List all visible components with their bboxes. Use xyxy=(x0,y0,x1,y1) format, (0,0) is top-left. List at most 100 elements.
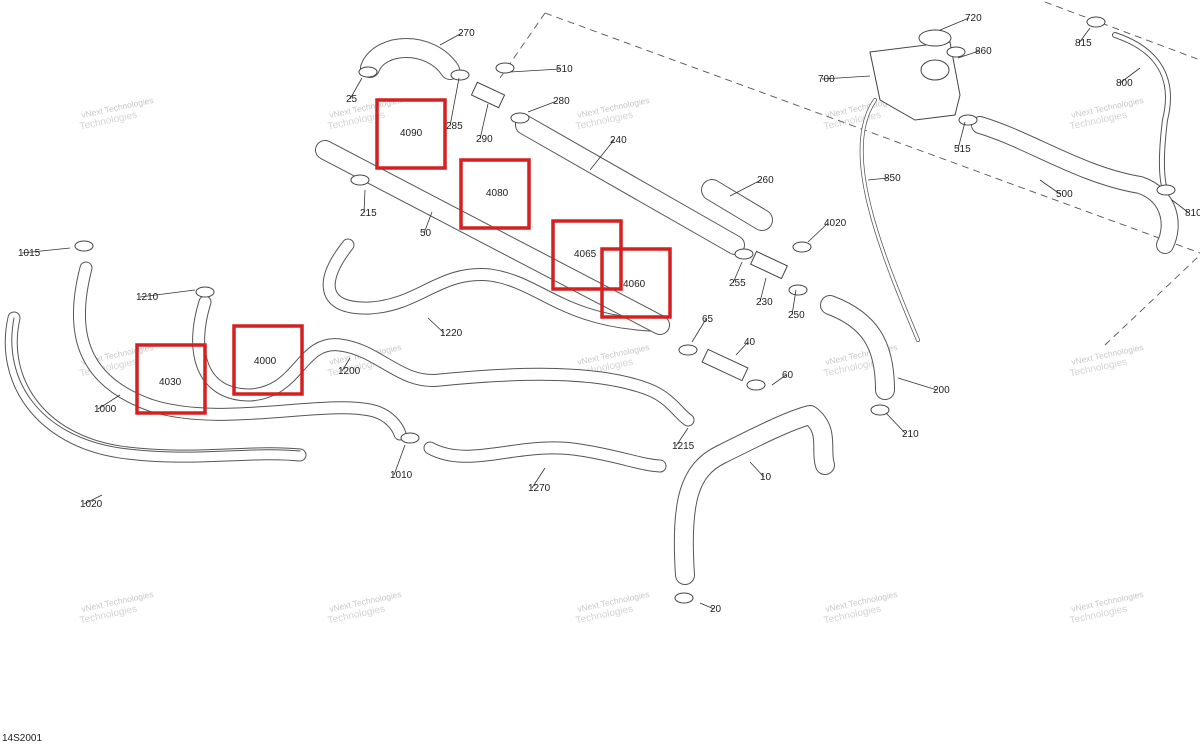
leader-700 xyxy=(821,75,871,80)
highlight-box-4000 xyxy=(232,324,304,396)
hose-clamp xyxy=(74,240,94,252)
leader-lines xyxy=(21,17,1190,610)
callout-4020: 4020 xyxy=(824,218,847,229)
leader-65 xyxy=(691,318,707,343)
leader-1010 xyxy=(393,444,406,476)
callout-240: 240 xyxy=(610,135,627,146)
leader-1020 xyxy=(83,494,103,505)
leader-4020 xyxy=(807,222,829,243)
reference-dashed-outline-2 xyxy=(1044,1,1200,61)
hose-clamp xyxy=(746,379,766,391)
leader-500 xyxy=(1039,179,1061,195)
callout-1015: 1015 xyxy=(18,248,41,259)
leader-260 xyxy=(729,179,762,197)
callout-860: 860 xyxy=(975,46,992,57)
callout-60: 60 xyxy=(782,370,794,381)
highlight-box-4065 xyxy=(551,219,623,291)
leader-1270 xyxy=(531,467,546,489)
hose-clamp xyxy=(946,46,966,58)
leader-1000 xyxy=(97,394,121,410)
leader-850 xyxy=(867,177,889,181)
callout-20: 20 xyxy=(710,604,722,615)
leader-515 xyxy=(957,121,966,150)
callout-800: 800 xyxy=(1116,78,1133,89)
hose-clamp xyxy=(358,66,378,78)
callout-255: 255 xyxy=(729,278,746,289)
callout-40: 40 xyxy=(744,337,756,348)
highlight-callout-4065: 4065 xyxy=(574,249,597,260)
leader-255 xyxy=(732,261,743,284)
hose-clamp xyxy=(450,69,470,81)
callout-1220: 1220 xyxy=(440,328,463,339)
leader-285 xyxy=(449,77,460,127)
callout-210: 210 xyxy=(902,429,919,440)
coolant-reservoir xyxy=(869,41,961,121)
hose-clamp xyxy=(510,112,530,124)
callout-810: 810 xyxy=(1185,208,1200,219)
tee-fitting xyxy=(470,81,506,109)
leader-280 xyxy=(527,100,558,113)
callout-10: 10 xyxy=(760,472,772,483)
highlight-callout-4090: 4090 xyxy=(400,128,423,139)
callout-1010: 1010 xyxy=(390,470,413,481)
leader-1215 xyxy=(675,427,689,447)
callout-1200: 1200 xyxy=(338,366,361,377)
hose-clamp xyxy=(674,592,694,604)
leader-720 xyxy=(939,17,970,31)
callout-200: 200 xyxy=(933,385,950,396)
hose-clamp xyxy=(958,114,978,126)
hose-clamp xyxy=(792,241,812,253)
leader-240 xyxy=(589,139,615,171)
callout-815: 815 xyxy=(1075,38,1092,49)
highlight-callout-4030: 4030 xyxy=(159,377,182,388)
leader-815 xyxy=(1078,27,1091,44)
leader-510 xyxy=(509,68,561,73)
callout-500: 500 xyxy=(1056,189,1073,200)
leader-40 xyxy=(735,341,749,356)
leader-10 xyxy=(749,461,765,478)
callout-230: 230 xyxy=(756,297,773,308)
callout-1215: 1215 xyxy=(672,441,695,452)
leader-1210 xyxy=(139,289,196,298)
highlight-callout-4060: 4060 xyxy=(623,279,646,290)
callout-1210: 1210 xyxy=(136,292,159,303)
leader-210 xyxy=(885,412,907,435)
callout-65: 65 xyxy=(702,314,714,325)
reservoir-cap xyxy=(918,29,952,47)
leader-800 xyxy=(1119,67,1141,84)
callout-1270: 1270 xyxy=(528,483,551,494)
leader-810 xyxy=(1171,199,1190,214)
hose-clamp xyxy=(1086,16,1106,28)
callout-700: 700 xyxy=(818,74,835,85)
hose-clamp xyxy=(495,62,515,74)
hose-clamp xyxy=(400,432,420,444)
callout-850: 850 xyxy=(884,173,901,184)
leader-50 xyxy=(423,211,433,234)
hose-clamp xyxy=(195,286,215,298)
highlight-box-4030 xyxy=(135,343,207,415)
callout-215: 215 xyxy=(360,208,377,219)
leader-215 xyxy=(363,189,366,214)
callout-50: 50 xyxy=(420,228,432,239)
callout-510: 510 xyxy=(556,64,573,75)
callout-280: 280 xyxy=(553,96,570,107)
callout-290: 290 xyxy=(476,134,493,145)
hose-clamp xyxy=(788,284,808,296)
callout-1020: 1020 xyxy=(80,499,103,510)
leader-250 xyxy=(791,289,797,316)
callout-labels: 1020254050606520021021523024025025526027… xyxy=(18,13,1200,615)
coupler-40 xyxy=(701,348,749,382)
leader-25 xyxy=(349,77,363,100)
highlight-callout-4000: 4000 xyxy=(254,356,277,367)
callout-515: 515 xyxy=(954,144,971,155)
small-parts xyxy=(74,16,1176,604)
highlight-box-4090 xyxy=(375,98,447,170)
callout-250: 250 xyxy=(788,310,805,321)
hose-clamp xyxy=(678,344,698,356)
